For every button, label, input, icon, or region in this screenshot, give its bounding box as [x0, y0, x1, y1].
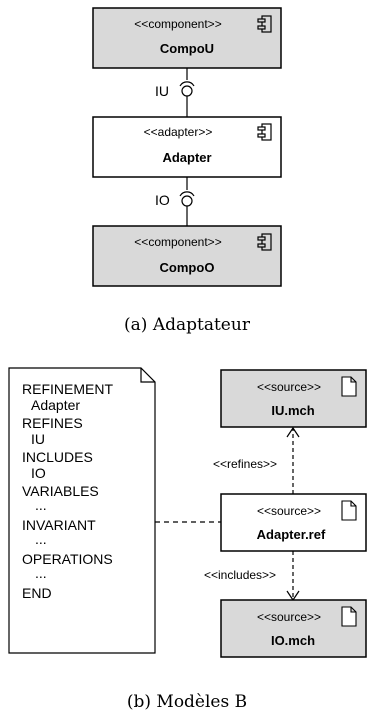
note-line: END: [22, 585, 52, 601]
source-name: Adapter.ref: [257, 527, 326, 542]
note-line: ...: [35, 531, 47, 547]
component-adapter: <<adapter>> Adapter: [92, 116, 282, 178]
component-stereotype: <<component>>: [134, 17, 221, 31]
note-line: ...: [35, 497, 47, 513]
source-adapter-ref: <<source>> Adapter.ref: [220, 493, 367, 552]
caption-a: (a) Adaptateur: [124, 315, 251, 335]
edge-label: <<includes>>: [204, 568, 276, 582]
note-line: Adapter: [31, 397, 80, 413]
source-io-mch: <<source>> IO.mch: [220, 599, 367, 658]
source-stereotype: <<source>>: [257, 504, 321, 518]
lollipop-icon: [181, 85, 193, 97]
note-line: VARIABLES: [22, 483, 99, 499]
component-icon: [257, 15, 272, 33]
component-name: CompoU: [160, 41, 214, 56]
note-line: OPERATIONS: [22, 551, 113, 567]
arrowhead-icon: [286, 426, 300, 438]
component-icon: [257, 233, 272, 251]
note-line: ...: [35, 565, 47, 581]
component-box: [92, 225, 282, 287]
edge-label: <<refines>>: [213, 457, 277, 471]
document-icon: [341, 376, 357, 397]
note: REFINEMENT Adapter REFINES IU INCLUDES I…: [8, 367, 156, 654]
note-line: REFINEMENT: [22, 381, 113, 397]
edge-refines: <<refines>>: [213, 426, 300, 494]
source-name: IO.mch: [271, 633, 315, 648]
component-box: [92, 116, 282, 178]
source-stereotype: <<source>>: [257, 380, 321, 394]
interface-label: IU: [155, 83, 169, 99]
note-line: IU: [31, 431, 45, 447]
component-stereotype: <<adapter>>: [144, 125, 213, 139]
interface-iu: IU: [155, 68, 195, 117]
component-stereotype: <<component>>: [134, 235, 221, 249]
socket-icon: [179, 191, 195, 197]
note-line: INCLUDES: [22, 449, 93, 465]
note-line: IO: [31, 465, 46, 481]
document-icon: [341, 606, 357, 627]
component-name: Adapter: [162, 150, 211, 165]
caption-b: (b) Modèles B: [127, 692, 247, 712]
component-box: [92, 7, 282, 69]
document-icon: [341, 500, 357, 521]
component-name: CompoO: [160, 260, 215, 275]
interface-label: IO: [155, 192, 170, 208]
note-line: REFINES: [22, 415, 83, 431]
socket-icon: [179, 81, 195, 87]
note-fold-icon: [140, 368, 155, 383]
source-name: IU.mch: [271, 403, 314, 418]
component-icon: [257, 123, 272, 141]
component-compoo: <<component>> CompoO: [92, 225, 282, 287]
lollipop-icon: [181, 195, 193, 207]
source-iu-mch: <<source>> IU.mch: [220, 369, 367, 428]
interface-io: IO: [155, 177, 195, 226]
source-stereotype: <<source>>: [257, 610, 321, 624]
component-compou: <<component>> CompoU: [92, 7, 282, 69]
note-line: INVARIANT: [22, 517, 96, 533]
edge-includes: <<includes>>: [204, 551, 300, 602]
note-box: [8, 367, 156, 654]
